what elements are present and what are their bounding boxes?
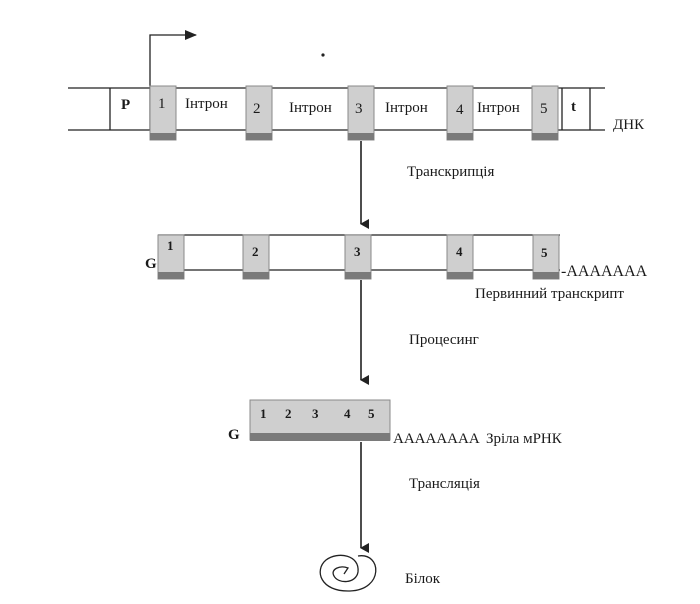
promoter-label: P xyxy=(121,97,131,113)
pre-mrna-exon-3-label: 3 xyxy=(354,244,361,259)
mature-mrna-exon-4-label: 4 xyxy=(344,406,351,421)
pre-mrna-cap-label: G xyxy=(145,256,157,272)
mature-mrna-exon-shadow xyxy=(250,433,390,441)
pre-mrna-exon-2-label: 2 xyxy=(252,244,259,259)
dna-exon-1-block xyxy=(149,85,177,141)
dna-exon-2-shadow xyxy=(246,133,272,140)
protein-label: Білок xyxy=(405,571,441,587)
pre-mrna-polya-tail: -AAAAAAA xyxy=(561,263,648,280)
dna-exon-1-label: 1 xyxy=(158,96,166,112)
dna-label: ДНК xyxy=(613,117,645,133)
transcription-start-arrow xyxy=(149,30,197,88)
dna-exon-3-block xyxy=(347,85,375,141)
mature-mrna-polya-tail: AAAAAAAA xyxy=(393,431,480,447)
pre-mrna-exon-2-block xyxy=(242,234,270,280)
pre-mrna-exon-5-label: 5 xyxy=(541,245,548,260)
terminator-label: t xyxy=(571,99,576,115)
pre-mrna-exon-1-block xyxy=(157,234,185,280)
protein-chain-icon xyxy=(319,554,377,592)
dna-intron-4-label: Інтрон xyxy=(477,100,520,116)
transcription-label: Транскрипція xyxy=(407,164,495,180)
dna-exons xyxy=(149,85,559,141)
dna-exon-4-shadow xyxy=(447,133,473,140)
pre-mrna-exon-3-shadow xyxy=(345,272,371,279)
dna-exon-3-shadow xyxy=(348,133,374,140)
dna-exon-2-label: 2 xyxy=(253,101,261,117)
pre-mrna-exon-5-block xyxy=(532,234,560,280)
mature-mrna-exon-2-label: 2 xyxy=(285,406,292,421)
dna-exon-1-shadow xyxy=(150,133,176,140)
primary-transcript-label: Первинний транскрипт xyxy=(475,286,624,302)
dna-exon-2-block xyxy=(245,85,273,141)
mature-mrna-exon-1-label: 1 xyxy=(260,406,267,421)
dna-exon-5-label: 5 xyxy=(540,101,548,117)
mature-mrna-exon-5-label: 5 xyxy=(368,406,375,421)
dna-exon-4-label: 4 xyxy=(456,102,464,118)
dna-intron-3-label: Інтрон xyxy=(385,100,428,116)
pre-mrna-exon-5-shadow xyxy=(533,272,559,279)
primary-transcript-exons xyxy=(157,234,560,280)
dna-intron-1-label: Інтрон xyxy=(185,96,228,112)
pre-mrna-exon-1-label: 1 xyxy=(167,238,174,253)
scan-speck xyxy=(321,53,325,57)
translation-label: Трансляція xyxy=(409,476,480,492)
dna-exon-5-shadow xyxy=(532,133,558,140)
mature-mrna-exon-3-label: 3 xyxy=(312,406,319,421)
mature-mrna-cap-label: G xyxy=(228,427,240,443)
mature-mrna-label: Зріла мРНК xyxy=(486,431,562,447)
pre-mrna-exon-1-shadow xyxy=(158,272,184,279)
dna-intron-2-label: Інтрон xyxy=(289,100,332,116)
pre-mrna-exon-4-block xyxy=(446,234,474,280)
pre-mrna-exon-4-label: 4 xyxy=(456,244,463,259)
mature-mrna-strand xyxy=(249,399,391,441)
dna-exon-3-label: 3 xyxy=(355,101,363,117)
pre-mrna-exon-4-shadow xyxy=(447,272,473,279)
dna-strand xyxy=(68,30,605,131)
processing-label: Процесинг xyxy=(409,332,479,348)
pre-mrna-exon-2-shadow xyxy=(243,272,269,279)
